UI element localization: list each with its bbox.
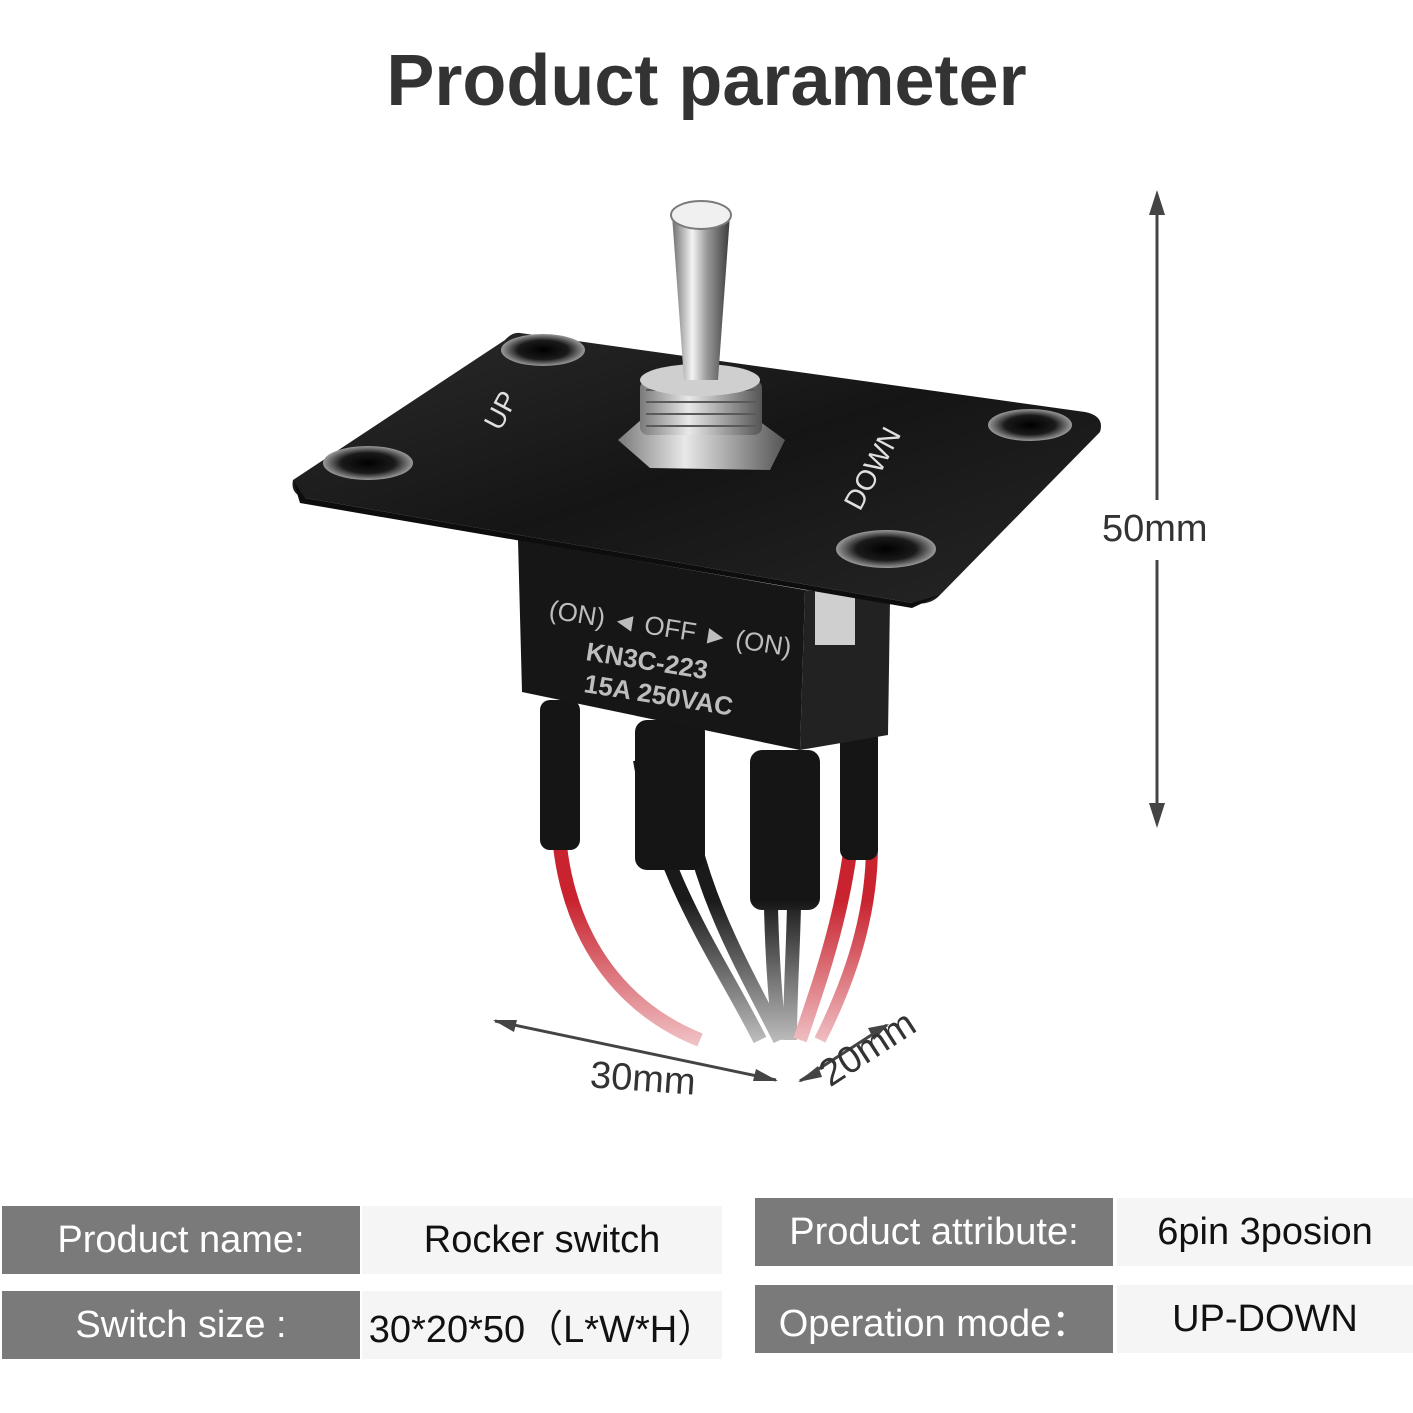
lever-shaft bbox=[672, 215, 730, 380]
length-dimension-label: 30mm bbox=[588, 1054, 697, 1104]
product-attribute-value: 6pin 3posion bbox=[1117, 1198, 1413, 1266]
heat-shrink-sleeve bbox=[840, 720, 878, 860]
heat-shrink-sleeve bbox=[540, 700, 580, 850]
switch-size-label: Switch size : bbox=[2, 1291, 360, 1359]
operation-mode-value: UP-DOWN bbox=[1117, 1285, 1413, 1353]
wires bbox=[480, 700, 940, 1100]
page-title: Product parameter bbox=[0, 40, 1413, 122]
mounting-hole bbox=[323, 446, 413, 480]
lever-tip bbox=[670, 200, 732, 230]
arrowhead-up bbox=[1149, 190, 1165, 215]
arrowhead-right bbox=[753, 1069, 778, 1081]
page-title-text: Product parameter bbox=[386, 41, 1027, 121]
switch-body: (ON) ◄ OFF ► (ON) KN3C-223 15A 250VAC bbox=[518, 540, 890, 750]
arrowhead-width-right bbox=[868, 1024, 889, 1040]
toggle-lever bbox=[618, 200, 785, 470]
mounting-hole bbox=[836, 530, 936, 568]
operation-mode-label: Operation mode： bbox=[755, 1285, 1113, 1353]
switch-size-value: 30*20*50（L*W*H） bbox=[362, 1291, 722, 1359]
mounting-hole bbox=[501, 334, 585, 366]
arrowhead-down bbox=[1149, 803, 1165, 828]
heat-shrink-sleeve bbox=[635, 720, 705, 870]
length-arrow bbox=[494, 1019, 777, 1082]
product-name-label: Product name: bbox=[2, 1206, 360, 1274]
product-attribute-label: Product attribute: bbox=[755, 1198, 1113, 1266]
arrowhead-width-left bbox=[798, 1066, 822, 1082]
heat-shrink-sleeve bbox=[750, 750, 820, 910]
terminal-clip bbox=[815, 590, 855, 645]
mounting-hole bbox=[988, 409, 1072, 441]
dimension-arrows bbox=[493, 190, 1165, 1083]
arrowhead-left bbox=[493, 1020, 517, 1032]
product-name-value: Rocker switch bbox=[362, 1206, 722, 1274]
height-dimension-label: 50mm bbox=[1102, 508, 1208, 550]
